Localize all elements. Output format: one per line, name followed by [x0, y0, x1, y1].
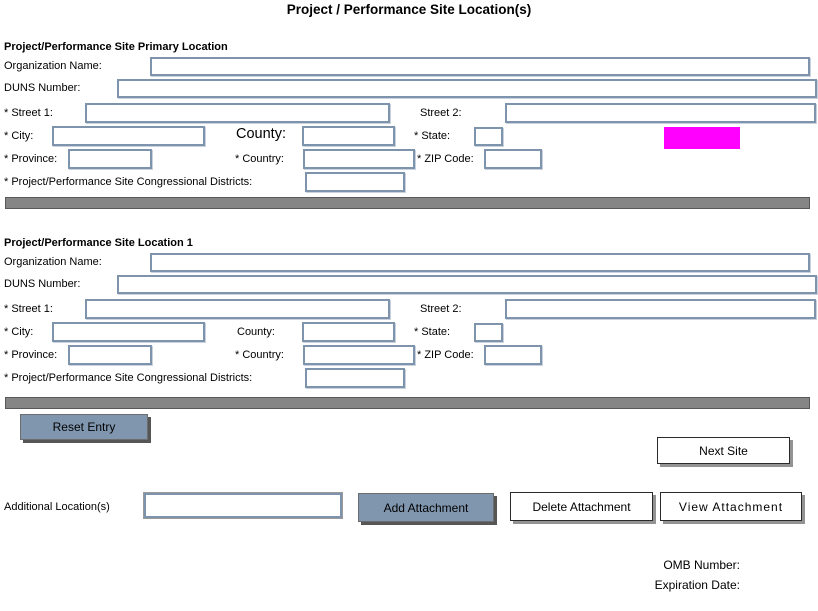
country-label: * Country: — [235, 349, 284, 361]
organization-name-label: Organization Name: — [4, 256, 102, 268]
omb-number-label: OMB Number: — [663, 558, 740, 572]
street2-input[interactable] — [505, 299, 816, 319]
county-label: County: — [237, 326, 275, 338]
congressional-districts-input[interactable] — [305, 368, 405, 388]
street2-label: Street 2: — [420, 303, 462, 315]
additional-locations-input[interactable] — [143, 492, 343, 519]
section-divider-bar — [5, 197, 810, 209]
state-label: * State: — [414, 326, 451, 338]
street2-input[interactable] — [505, 103, 816, 123]
city-label: * City: — [4, 130, 34, 142]
province-label: * Province: — [4, 349, 58, 361]
omb-footer: OMB Number: Expiration Date: — [540, 555, 740, 595]
duns-number-label: DUNS Number: — [4, 82, 81, 94]
location-1-section: Project/Performance Site Location 1 Orga… — [0, 237, 818, 393]
section-header: Project/Performance Site Primary Locatio… — [4, 41, 228, 53]
page-title: Project / Performance Site Location(s) — [286, 2, 532, 17]
zip-code-label: * ZIP Code: — [417, 349, 474, 361]
province-input[interactable] — [68, 345, 152, 365]
city-input[interactable] — [52, 126, 205, 146]
duns-number-label: DUNS Number: — [4, 278, 81, 290]
duns-number-input[interactable] — [117, 275, 817, 294]
expiration-date-label: Expiration Date: — [654, 578, 740, 592]
additional-locations-label: Additional Location(s) — [4, 501, 110, 513]
state-highlight-box — [664, 127, 740, 149]
street2-label: Street 2: — [420, 107, 462, 119]
state-input[interactable] — [474, 127, 503, 146]
province-label: * Province: — [4, 153, 58, 165]
county-input[interactable] — [302, 126, 395, 146]
primary-location-section: Project/Performance Site Primary Locatio… — [0, 41, 818, 197]
city-label: * City: — [4, 326, 34, 338]
organization-name-input[interactable] — [150, 253, 810, 272]
country-input[interactable] — [303, 345, 415, 365]
duns-number-input[interactable] — [117, 79, 817, 98]
state-label: * State: — [414, 130, 451, 142]
province-input[interactable] — [68, 149, 152, 169]
street1-input[interactable] — [85, 299, 390, 319]
organization-name-label: Organization Name: — [4, 60, 102, 72]
street1-label: * Street 1: — [4, 303, 53, 315]
congressional-districts-input[interactable] — [305, 172, 405, 192]
country-input[interactable] — [303, 149, 415, 169]
zip-code-input[interactable] — [484, 345, 542, 365]
next-site-button[interactable]: Next Site — [657, 437, 790, 464]
reset-entry-button[interactable]: Reset Entry — [20, 414, 148, 440]
zip-code-input[interactable] — [484, 149, 542, 169]
zip-code-label: * ZIP Code: — [417, 153, 474, 165]
congressional-districts-label: * Project/Performance Site Congressional… — [4, 176, 253, 188]
country-label: * Country: — [235, 153, 284, 165]
street1-input[interactable] — [85, 103, 390, 123]
congressional-districts-label: * Project/Performance Site Congressional… — [4, 372, 253, 384]
delete-attachment-button[interactable]: Delete Attachment — [510, 492, 653, 521]
county-label: County: — [236, 126, 286, 142]
section-divider-bar — [5, 397, 810, 409]
organization-name-input[interactable] — [150, 57, 810, 76]
view-attachment-button[interactable]: View Attachment — [660, 492, 802, 521]
county-input[interactable] — [302, 322, 395, 342]
section-header: Project/Performance Site Location 1 — [4, 237, 193, 249]
state-input[interactable] — [474, 323, 503, 342]
city-input[interactable] — [52, 322, 205, 342]
street1-label: * Street 1: — [4, 107, 53, 119]
add-attachment-button[interactable]: Add Attachment — [358, 493, 494, 522]
